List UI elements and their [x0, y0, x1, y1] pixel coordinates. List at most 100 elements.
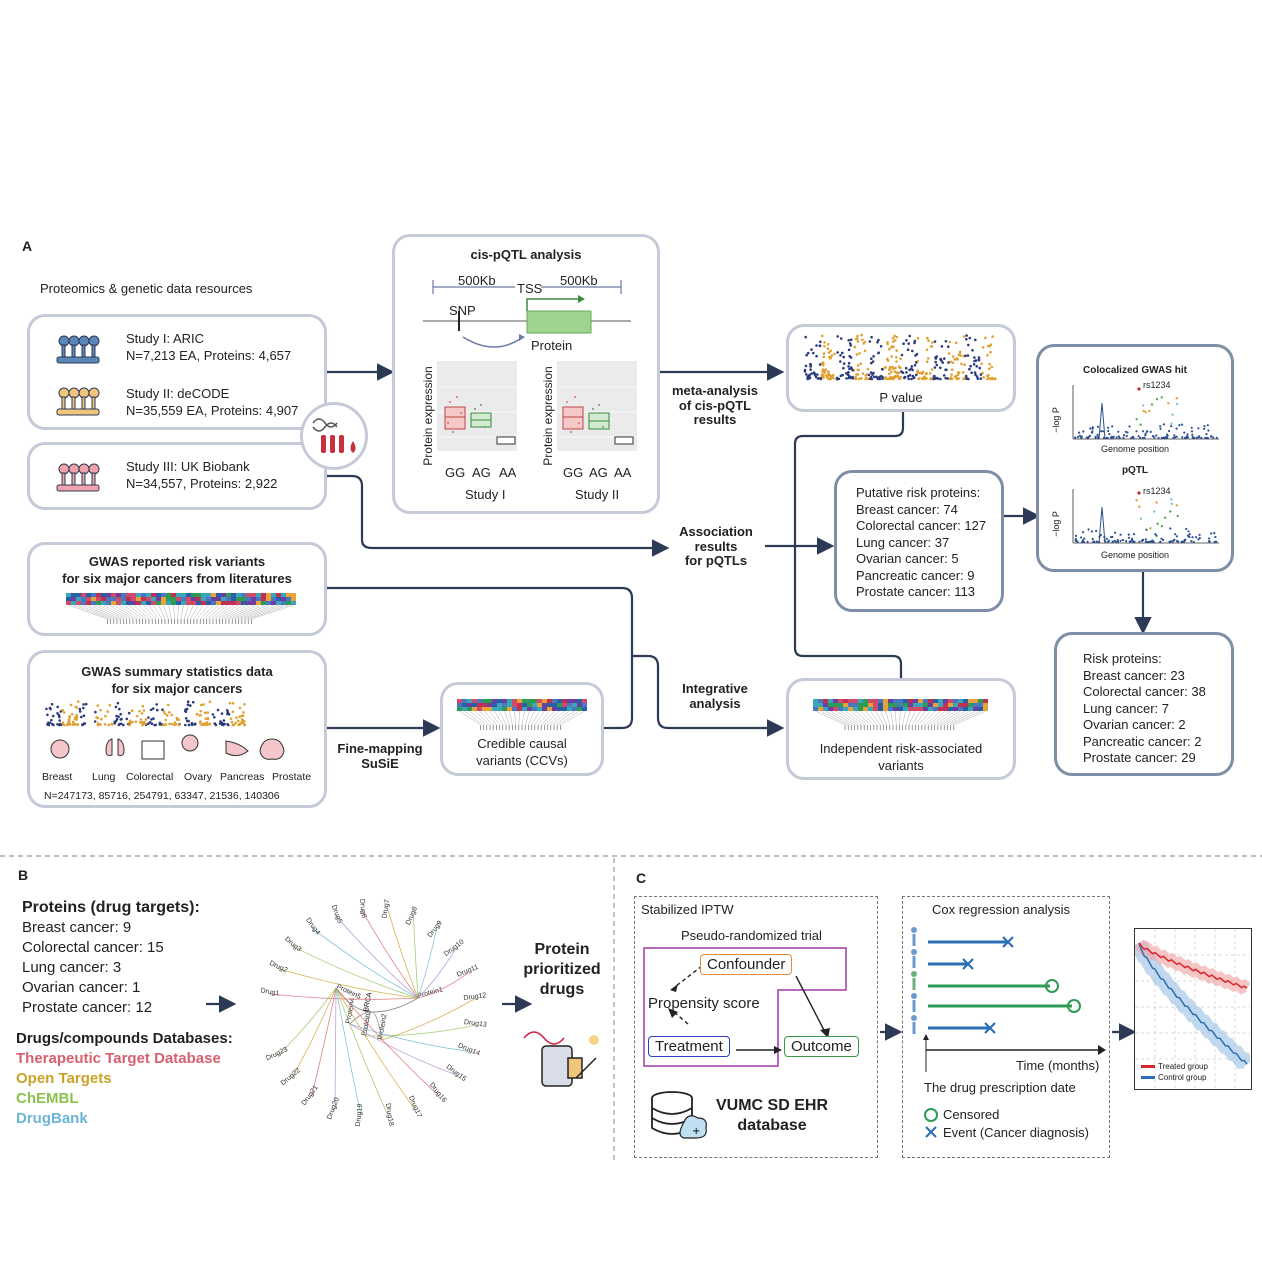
gwas-summary-line2: for six major cancers: [111, 681, 243, 696]
panel-b-label: B: [18, 867, 29, 883]
putative-item: Prostate cancer: 113: [856, 584, 975, 599]
confounder-node: Confounder: [700, 954, 793, 975]
organ-label: Ovary: [184, 771, 213, 783]
gwas-summary-line1: GWAS summary statistics data: [81, 664, 273, 679]
proteomics-icon: [52, 453, 104, 497]
line-gwas-reported: [326, 586, 634, 730]
drug-node: Drug7: [381, 899, 391, 919]
gwas-reported-box: GWAS reported risk variants for six majo…: [27, 542, 327, 636]
dna-blood-icon: [300, 402, 368, 470]
db-drugbank: DrugBank: [16, 1110, 88, 1127]
protein-label: Protein: [531, 338, 573, 353]
organ-label: Pancreas: [220, 771, 265, 783]
iptw-title: Stabilized IPTW: [641, 902, 734, 917]
drug-target-list: Proteins (drug targets): Breast cancer: …: [22, 898, 200, 1018]
organ-label: Breast: [42, 771, 73, 783]
snp-label: SNP: [449, 303, 476, 318]
cis-title: cis-pQTL analysis: [470, 247, 582, 262]
tree-center: BRCA: [363, 992, 373, 1013]
geno-gg-2: GG: [563, 465, 584, 480]
putative-item: Breast cancer: 74: [856, 501, 958, 517]
drug-target-item: Lung cancer: 3: [22, 959, 122, 976]
study2-caption: Study II: [575, 487, 620, 502]
independent-box: Independent risk-associated variants: [786, 678, 1016, 780]
study1-name: Study I: ARIC: [126, 331, 205, 346]
putative-item: Lung cancer: 37: [856, 534, 950, 550]
propensity-node: Propensity score: [648, 995, 760, 1012]
drug-node: Drug12: [463, 992, 487, 1002]
geno-aa-2: AA: [614, 465, 632, 480]
kb-left: 500Kb: [458, 273, 496, 288]
gwas-summary-box: GWAS summary statistics data for six maj…: [27, 650, 327, 808]
gwas-reported-line1: GWAS reported risk variants: [88, 554, 266, 569]
db-title: Drugs/compounds Databases:: [16, 1030, 233, 1047]
putative-item: Colorectal cancer: 127: [856, 518, 987, 533]
proteomics-icon: [52, 377, 104, 421]
risk-item: Pancreatic cancer: 2: [1083, 733, 1202, 749]
resources-title: Proteomics & genetic data resources: [40, 281, 253, 296]
protein-node: Protein2: [377, 1013, 388, 1040]
coloc-plot: [1072, 385, 1219, 544]
kb-right: 500Kb: [560, 273, 598, 288]
pqtl-xlabel: Genome position: [1100, 550, 1170, 560]
ukb-box: Study III: UK Biobank N=34,557, Proteins…: [27, 442, 327, 510]
pvalue-box: P value: [786, 324, 1016, 412]
drug-target-item: Colorectal cancer: 15: [22, 939, 164, 956]
coloc-xlabel: Genome position: [1100, 444, 1170, 454]
variant-mosaic: [813, 699, 988, 730]
putative-title: Putative risk proteins:: [856, 485, 981, 500]
study3-name: Study III: UK Biobank: [126, 459, 250, 474]
geno-gg-1: GG: [445, 465, 466, 480]
event-label: Event (Cancer diagnosis): [943, 1125, 1089, 1140]
pseudo-trial: Pseudo-randomized trial: [681, 928, 822, 943]
pqtl-snp: rs1234: [1143, 486, 1171, 496]
study2-name: Study II: deCODE: [126, 386, 230, 401]
drug-node: Drug18: [384, 1103, 395, 1127]
risk-item: Breast cancer: 23: [1083, 667, 1185, 683]
cox-frame: [902, 896, 1110, 1158]
ccv-line1: Credible causal: [477, 736, 567, 751]
km-control: Control group: [1158, 1073, 1207, 1082]
km-plot: Treated group Control group: [1134, 928, 1252, 1090]
putative-item: Pancreatic cancer: 9: [856, 567, 975, 583]
putative-box: Putative risk proteins: Breast cancer: 7…: [834, 470, 1004, 612]
drug-target-item: Breast cancer: 9: [22, 919, 132, 936]
treatment-node: Treatment: [648, 1036, 730, 1057]
gwas-reported-line2: for six major cancers from literatures: [62, 571, 292, 586]
manhattan-plot: [803, 333, 997, 381]
studies-box: Study I: ARIC N=7,213 EA, Proteins: 4,65…: [27, 314, 327, 430]
geno-aa-1: AA: [499, 465, 517, 480]
variant-mosaic: [457, 699, 587, 730]
db-chembl: ChEMBL: [16, 1090, 79, 1107]
study3-detail: N=34,557, Proteins: 2,922: [126, 476, 278, 491]
db-list: Drugs/compounds Databases: Therapeutic T…: [16, 1029, 233, 1129]
time-label: Time (months): [1016, 1058, 1100, 1073]
km-treated: Treated group: [1158, 1062, 1208, 1071]
drugs-icon: [516, 1018, 606, 1098]
summary-manhattan: [45, 700, 247, 727]
organ-label: Prostate: [272, 771, 312, 783]
censored-label: Censored: [943, 1107, 1000, 1122]
outcome-node: Outcome: [784, 1036, 859, 1057]
organ-label: Lung: [92, 771, 116, 783]
database-icon: +: [648, 1088, 710, 1140]
cis-pqtl-box: cis-pQTL analysis 500Kb TSS 500Kb SNP Pr…: [392, 234, 660, 514]
panel-a-label: A: [22, 238, 33, 254]
ccv-box: Credible causal variants (CCVs): [440, 682, 604, 776]
study2-detail: N=35,559 EA, Proteins: 4,907: [126, 403, 299, 418]
drug-target-title: Proteins (drug targets):: [22, 899, 200, 916]
risk-item: Colorectal cancer: 38: [1083, 684, 1206, 699]
gene-schematic: [423, 280, 631, 348]
pqtl-title: pQTL: [1121, 465, 1149, 476]
risk-box: Risk proteins: Breast cancer: 23 Colorec…: [1054, 632, 1234, 776]
arrow-ukb-to-assoc: [326, 474, 670, 557]
putative-item: Ovarian cancer: 5: [856, 551, 959, 566]
independent-line1: Independent risk-associated: [819, 741, 983, 756]
